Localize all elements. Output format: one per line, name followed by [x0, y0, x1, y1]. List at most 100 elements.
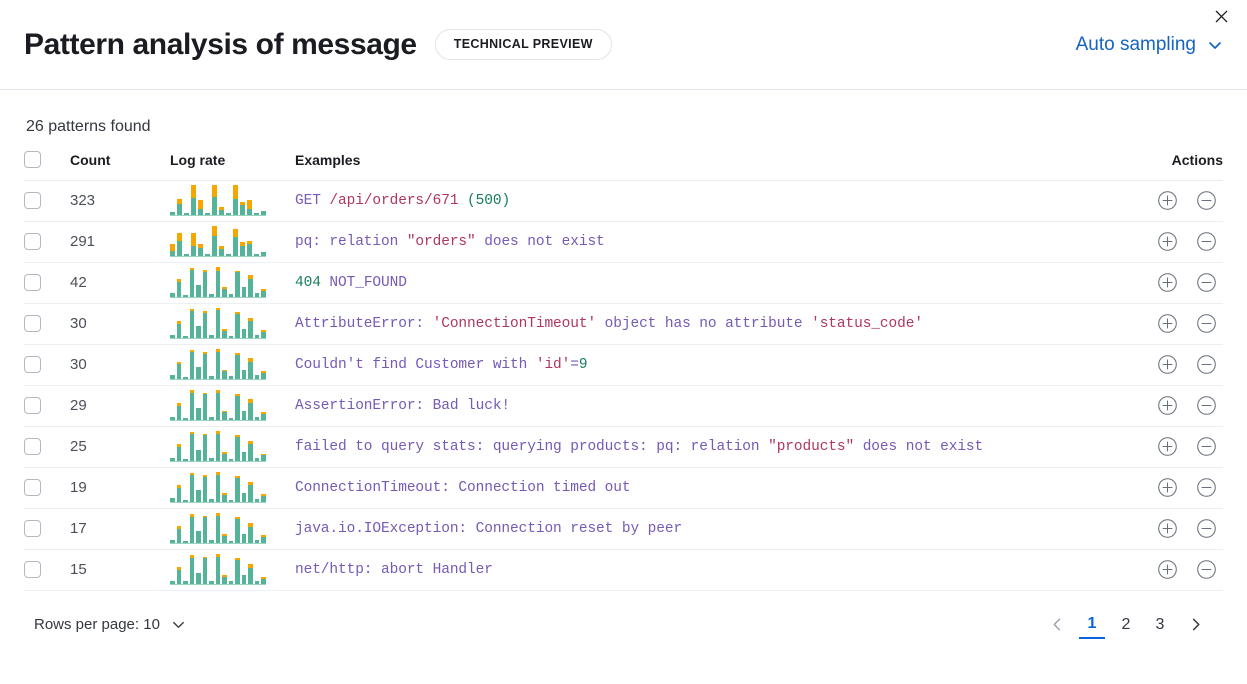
close-icon[interactable]: [1208, 3, 1234, 29]
sparkline-bar: [248, 481, 253, 502]
row-actions-cell: [1103, 180, 1223, 222]
plus-in-circle-icon[interactable]: [1157, 313, 1178, 334]
minus-in-circle-icon[interactable]: [1196, 477, 1217, 498]
chevron-right-icon[interactable]: [1181, 611, 1209, 639]
minus-in-circle-icon[interactable]: [1196, 436, 1217, 457]
example-text: 404 NOT_FOUND: [295, 275, 1103, 291]
sparkline-bar: [247, 200, 252, 215]
sparkline-bar: [209, 375, 214, 379]
sparkline-bar-segment-bottom: [176, 364, 182, 379]
sparkline-bar-segment-bottom: [183, 376, 188, 379]
sparkline-bar: [228, 335, 234, 338]
sparkline-bar-segment-bottom: [254, 213, 259, 215]
minus-in-circle-icon[interactable]: [1196, 313, 1217, 334]
minus-in-circle-icon[interactable]: [1196, 518, 1217, 539]
sparkline-bar-segment-bottom: [209, 375, 214, 379]
row-example-cell: AssertionError: Bad luck!: [295, 385, 1103, 427]
sparkline-bar-segment-bottom: [215, 474, 221, 502]
sparkline-bar-segment-bottom: [170, 293, 175, 297]
row-checkbox[interactable]: [24, 192, 41, 210]
sparkline-bar-segment-bottom: [215, 433, 221, 461]
sparkline-bar: [241, 369, 247, 379]
sparkline-bar-segment-top: [198, 199, 203, 209]
sparkline-bar-segment-bottom: [247, 244, 252, 256]
sparkline-bar: [235, 270, 240, 297]
sparkline-bar: [241, 287, 247, 297]
minus-in-circle-icon[interactable]: [1196, 190, 1217, 211]
row-checkbox[interactable]: [24, 561, 41, 579]
sparkline-bar-segment-bottom: [215, 310, 221, 338]
sparkline-bar-segment-bottom: [261, 455, 266, 461]
sparkline-bar-segment-bottom: [235, 313, 240, 338]
sparkline-bar-segment-bottom: [176, 282, 182, 297]
select-all-checkbox[interactable]: [24, 150, 41, 168]
plus-in-circle-icon[interactable]: [1157, 231, 1178, 252]
example-token-num: (500): [467, 192, 511, 209]
sparkline-bar-segment-bottom: [170, 580, 175, 584]
sparkline-bar: [248, 357, 253, 379]
sparkline-bar: [222, 369, 227, 379]
minus-in-circle-icon[interactable]: [1196, 272, 1217, 293]
example-token-str: "orders": [406, 233, 476, 250]
row-log-rate-cell: [170, 303, 295, 345]
chevron-left-icon[interactable]: [1043, 611, 1071, 639]
auto-sampling-button[interactable]: Auto sampling: [1076, 34, 1223, 56]
row-checkbox[interactable]: [24, 356, 41, 374]
pagination-page-2[interactable]: 2: [1121, 615, 1131, 633]
sparkline-bar: [248, 275, 253, 297]
log-rate-sparkline: [170, 553, 266, 585]
header-title-group: Pattern analysis of message TECHNICAL PR…: [24, 28, 612, 62]
pagination-page-3[interactable]: 3: [1155, 615, 1165, 633]
sparkline-bar: [176, 567, 182, 584]
row-checkbox[interactable]: [24, 479, 41, 497]
row-checkbox[interactable]: [24, 397, 41, 415]
row-log-rate-cell: [170, 549, 295, 591]
sparkline-bar: [222, 452, 227, 461]
sparkline-bar-segment-bottom: [170, 251, 175, 256]
auto-sampling-label: Auto sampling: [1075, 33, 1196, 55]
minus-in-circle-icon[interactable]: [1196, 354, 1217, 375]
sparkline-bar: [176, 321, 182, 338]
log-rate-sparkline: [170, 389, 266, 421]
sparkline-bar-segment-bottom: [248, 567, 253, 584]
plus-in-circle-icon[interactable]: [1157, 395, 1178, 416]
sparkline-bar: [261, 576, 266, 584]
sparkline-bar-segment-top: [248, 481, 253, 486]
sparkline-bar-segment-bottom: [209, 458, 214, 461]
rows-per-page-selector[interactable]: Rows per page: 10: [34, 616, 187, 633]
plus-in-circle-icon[interactable]: [1157, 272, 1178, 293]
sparkline-bar-segment-bottom: [196, 284, 201, 297]
plus-in-circle-icon[interactable]: [1157, 190, 1178, 211]
minus-in-circle-icon[interactable]: [1196, 559, 1217, 580]
pagination-page-1[interactable]: 1: [1079, 611, 1105, 639]
sparkline-bar-segment-top: [222, 287, 227, 289]
sparkline-bar: [176, 526, 182, 543]
column-header-examples: Examples: [295, 150, 1103, 181]
plus-in-circle-icon[interactable]: [1157, 559, 1178, 580]
plus-in-circle-icon[interactable]: [1157, 436, 1178, 457]
row-checkbox[interactable]: [24, 233, 41, 251]
sparkline-bar-segment-bottom: [228, 499, 234, 502]
minus-in-circle-icon[interactable]: [1196, 395, 1217, 416]
sparkline-bar: [248, 399, 253, 420]
row-example-cell: AttributeError: 'ConnectionTimeout' obje…: [295, 303, 1103, 345]
plus-in-circle-icon[interactable]: [1157, 477, 1178, 498]
sparkline-bar: [240, 241, 245, 256]
example-token-kw: failed to query stats: querying products…: [295, 438, 769, 455]
row-log-rate-cell: [170, 467, 295, 509]
row-log-rate-cell: [170, 344, 295, 386]
row-checkbox[interactable]: [24, 274, 41, 292]
row-actions: [1103, 231, 1223, 252]
plus-in-circle-icon[interactable]: [1157, 518, 1178, 539]
sparkline-bar: [261, 453, 266, 461]
row-checkbox[interactable]: [24, 520, 41, 538]
row-checkbox[interactable]: [24, 315, 41, 333]
sparkline-bar-segment-top: [233, 184, 238, 200]
plus-in-circle-icon[interactable]: [1157, 354, 1178, 375]
sparkline-bar-segment-bottom: [176, 323, 182, 338]
row-checkbox[interactable]: [24, 438, 41, 456]
sparkline-bar-segment-bottom: [228, 581, 234, 584]
minus-in-circle-icon[interactable]: [1196, 231, 1217, 252]
sparkline-bar-segment-bottom: [241, 492, 247, 502]
